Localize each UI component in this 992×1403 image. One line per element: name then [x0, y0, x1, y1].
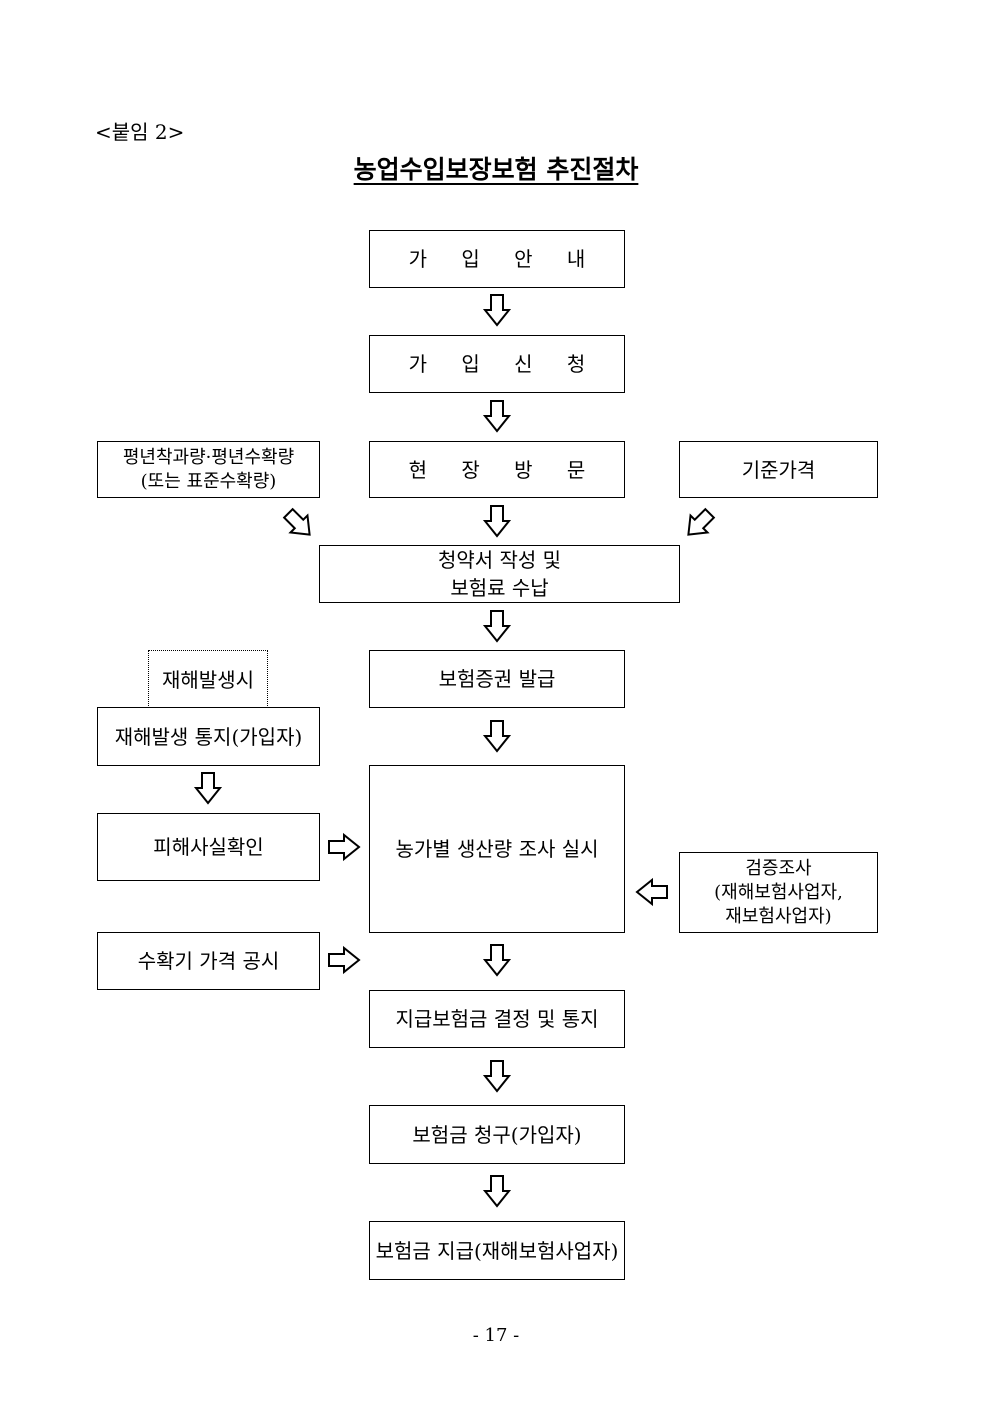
attachment-label: <붙임 2> [95, 120, 185, 144]
step-claim: 보험금 청구(가입자) [369, 1105, 625, 1164]
verification-box: 검증조사 (재해보험사업자, 재보험사업자) [679, 852, 878, 933]
down-arrow-icon [193, 772, 223, 805]
step-certificate: 보험증권 발급 [369, 650, 625, 708]
step-join-guide: 가 입 안 내 [369, 230, 625, 288]
down-arrow-icon [482, 944, 512, 977]
step-site-visit: 현 장 방 문 [369, 441, 625, 498]
down-arrow-icon [482, 720, 512, 753]
right-arrow-icon [328, 945, 361, 975]
down-arrow-icon [482, 1060, 512, 1093]
down-arrow-icon [482, 1175, 512, 1208]
step-payment: 보험금 지급(재해보험사업자) [369, 1221, 625, 1280]
diagonal-arrow-icon [687, 507, 716, 536]
down-arrow-icon [482, 610, 512, 643]
down-arrow-icon [482, 400, 512, 433]
down-arrow-icon [482, 294, 512, 327]
left-arrow-icon [635, 877, 668, 907]
harvest-price-box: 수확기 가격 공시 [97, 932, 320, 990]
disaster-when-box: 재해발생시 [148, 650, 268, 708]
step-production-survey: 농가별 생산량 조사 실시 [369, 765, 625, 933]
base-price-box: 기준가격 [679, 441, 878, 498]
page-number: - 17 - [472, 1325, 520, 1346]
disaster-notice-box: 재해발생 통지(가입자) [97, 707, 320, 766]
yield-base-box: 평년착과량·평년수확량 (또는 표준수확량) [97, 441, 320, 498]
down-arrow-icon [482, 505, 512, 538]
damage-check-box: 피해사실확인 [97, 813, 320, 881]
diagonal-arrow-icon [282, 507, 311, 536]
step-contract: 청약서 작성 및 보험료 수납 [319, 545, 680, 603]
right-arrow-icon [328, 832, 361, 862]
page-title: 농업수입보장보험 추진절차 [353, 155, 639, 184]
step-join-apply: 가 입 신 청 [369, 335, 625, 393]
step-payment-decision: 지급보험금 결정 및 통지 [369, 990, 625, 1048]
